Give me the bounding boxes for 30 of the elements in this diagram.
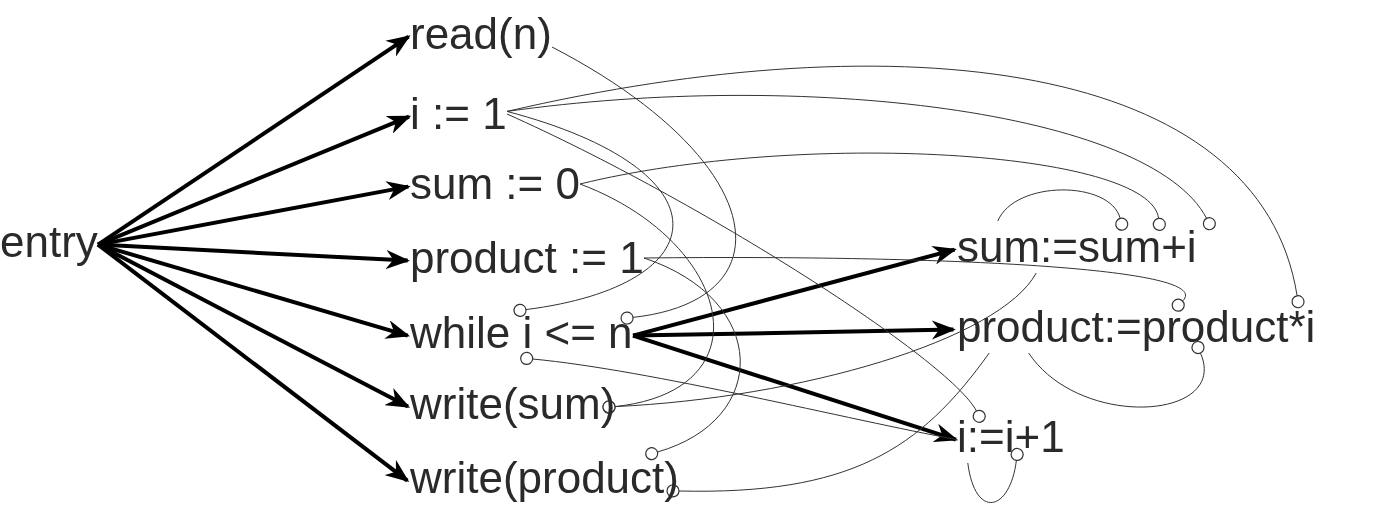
code-statement: product := 1 bbox=[410, 232, 644, 284]
code-statement: write(sum) bbox=[410, 378, 616, 430]
code-statement: read(n) bbox=[410, 8, 552, 60]
dependence-line bbox=[520, 351, 958, 441]
dependence-line bbox=[506, 65, 1306, 309]
dependence-line bbox=[579, 152, 1169, 231]
dependence-line bbox=[551, 46, 737, 326]
code-statement: sum:=sum+i bbox=[957, 221, 1197, 273]
code-statement: while i <= n bbox=[410, 307, 633, 359]
dependence-line bbox=[1028, 340, 1206, 408]
dependence-line bbox=[643, 257, 1188, 314]
control-arrow bbox=[96, 243, 410, 483]
code-statement: sum := 0 bbox=[410, 158, 580, 210]
control-arrow bbox=[632, 333, 959, 443]
code-statement: product:=product*i bbox=[957, 301, 1316, 353]
dependence-line bbox=[602, 272, 1037, 414]
dependence-line bbox=[643, 257, 741, 461]
control-arrow bbox=[97, 242, 411, 339]
code-statement: i:=i+1 bbox=[957, 411, 1065, 463]
code-statement: i := 1 bbox=[410, 88, 507, 140]
dependence-line bbox=[997, 189, 1130, 231]
dependence-line bbox=[666, 352, 990, 498]
dependence-line bbox=[506, 113, 987, 423]
dependence-line bbox=[506, 110, 674, 318]
code-statement: write(product) bbox=[410, 452, 679, 504]
dependence-line bbox=[967, 447, 1025, 503]
dependence-line bbox=[506, 94, 1217, 230]
code-statement: entry bbox=[0, 216, 98, 268]
control-arrow bbox=[96, 34, 411, 247]
dependence-line bbox=[579, 183, 714, 415]
